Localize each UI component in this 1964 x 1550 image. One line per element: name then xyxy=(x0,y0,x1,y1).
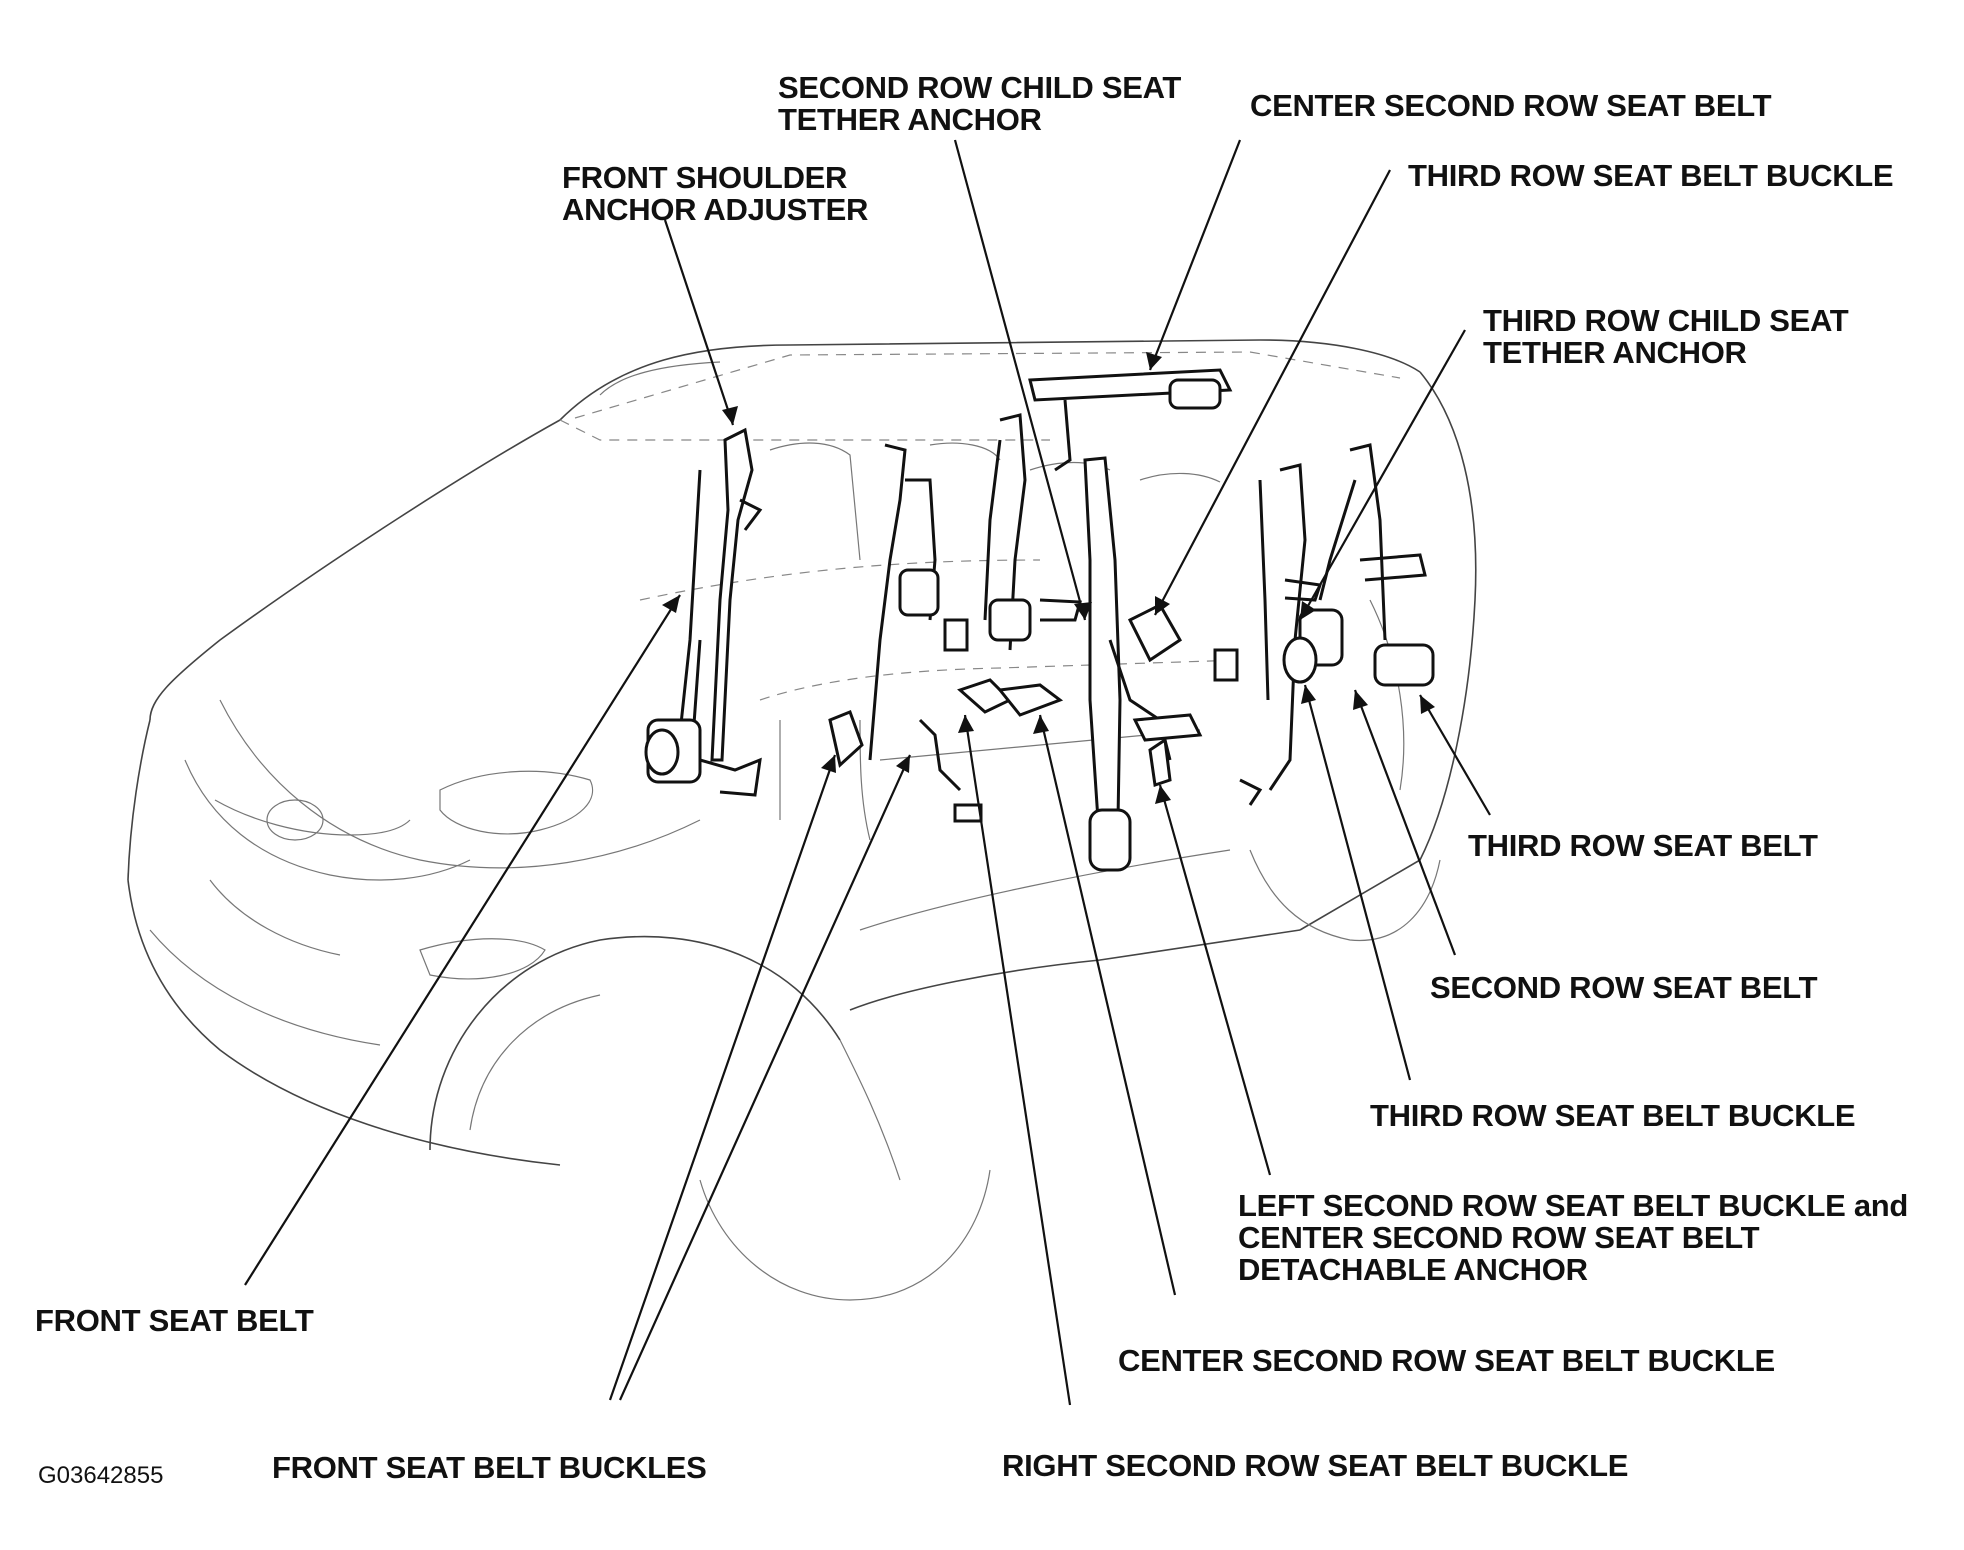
label-front-seat-belt-buckles: FRONT SEAT BELT BUCKLES xyxy=(272,1450,707,1485)
figure-code: G03642855 xyxy=(38,1462,164,1489)
label-center-second-row-seat-belt-buckle: CENTER SECOND ROW SEAT BELT BUCKLE xyxy=(1118,1343,1775,1378)
label-right-second-row-seat-belt-buckle: RIGHT SECOND ROW SEAT BELT BUCKLE xyxy=(1002,1448,1629,1483)
label-third-row-child-seat-tether-anchor: THIRD ROW CHILD SEAT TETHER ANCHOR xyxy=(1483,303,1849,370)
label-front-seat-belt: FRONT SEAT BELT xyxy=(35,1303,314,1338)
label-third-row-seat-belt: THIRD ROW SEAT BELT xyxy=(1468,828,1818,863)
label-third-row-seat-belt-buckle-bottom: THIRD ROW SEAT BELT BUCKLE xyxy=(1370,1098,1856,1133)
label-second-row-seat-belt: SECOND ROW SEAT BELT xyxy=(1430,970,1818,1005)
vehicle-outline xyxy=(127,339,1477,1301)
label-second-row-child-seat-tether-anchor: SECOND ROW CHILD SEAT TETHER ANCHOR xyxy=(778,70,1182,137)
label-front-shoulder-anchor-adjuster: FRONT SHOULDER ANCHOR ADJUSTER xyxy=(562,160,869,227)
label-center-second-row-seat-belt: CENTER SECOND ROW SEAT BELT xyxy=(1250,88,1772,123)
leader-lines xyxy=(244,139,1491,1406)
label-third-row-seat-belt-buckle-top: THIRD ROW SEAT BELT BUCKLE xyxy=(1408,158,1894,193)
seat-belt-assemblies xyxy=(644,368,1435,872)
label-left-second-row-seat-belt-buckle: LEFT SECOND ROW SEAT BELT BUCKLE and CEN… xyxy=(1238,1188,1909,1287)
